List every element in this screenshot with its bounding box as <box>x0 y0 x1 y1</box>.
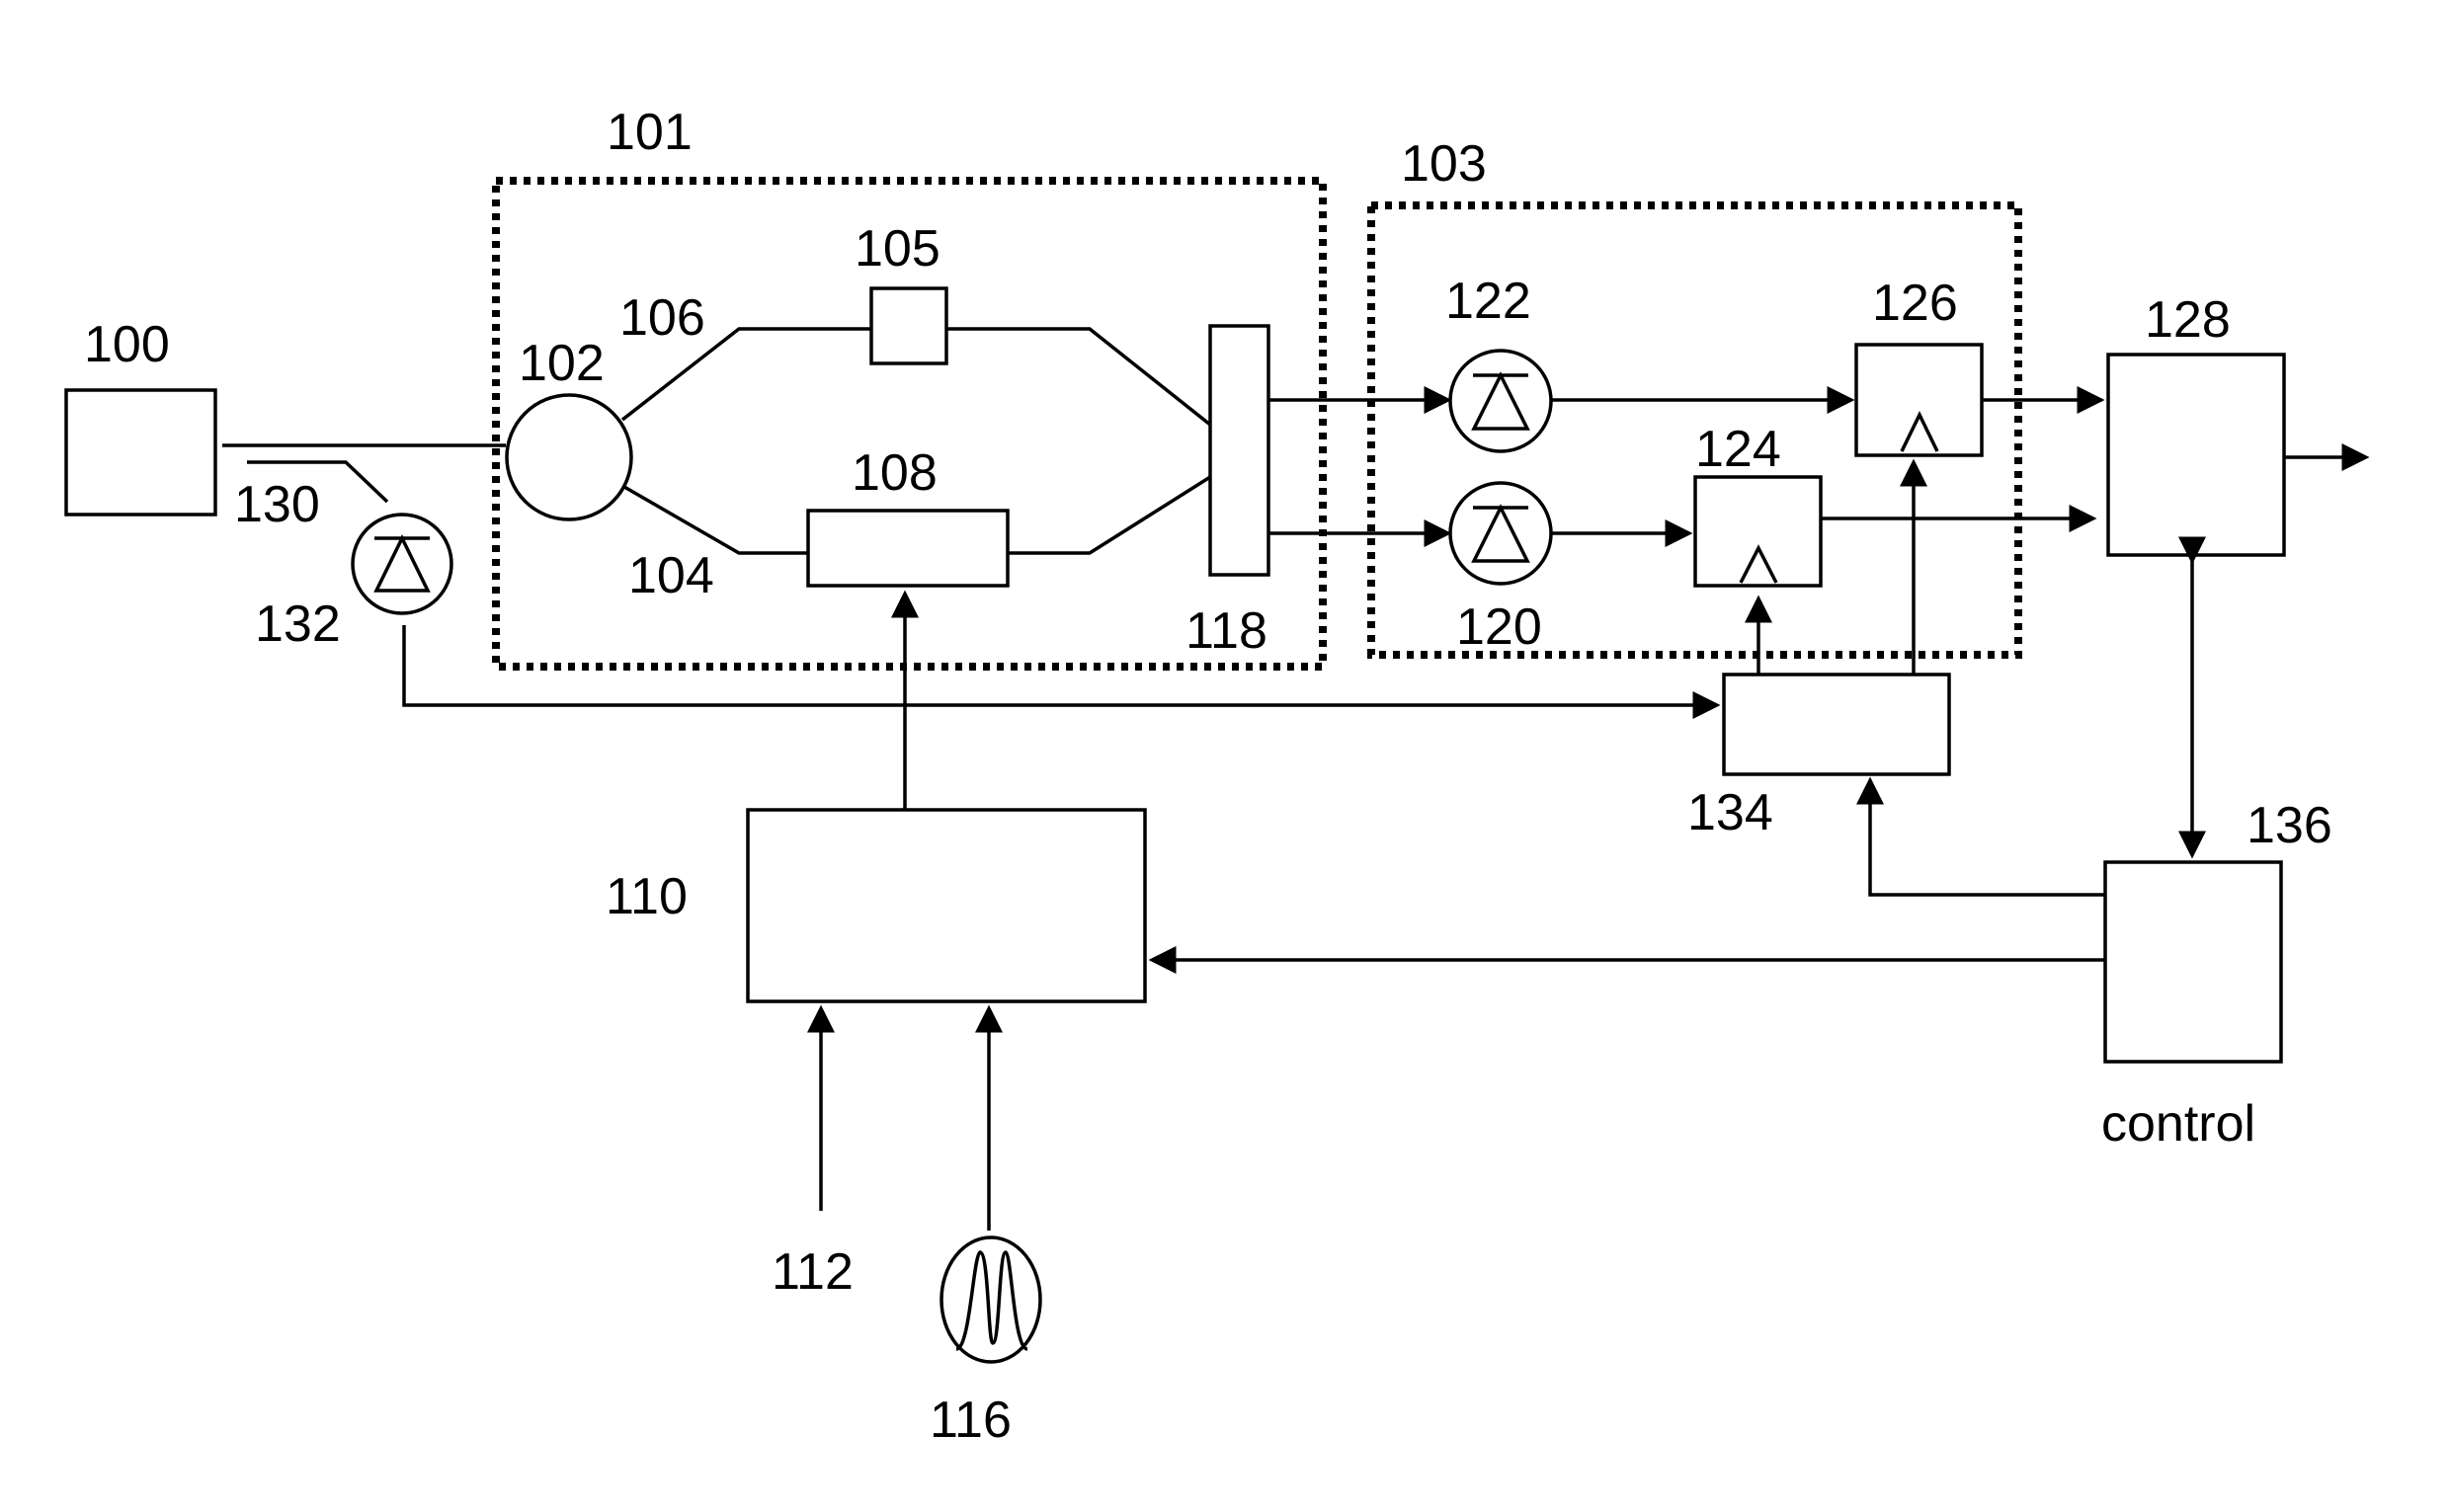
driver-box-110 <box>748 810 1145 1001</box>
label-104: 104 <box>628 547 714 604</box>
amplifier-box-126 <box>1856 345 1982 455</box>
label-120: 120 <box>1456 598 1542 656</box>
label-128: 128 <box>2145 291 2231 349</box>
label-105: 105 <box>855 220 940 278</box>
label-122: 122 <box>1445 273 1531 330</box>
label-108: 108 <box>852 444 938 502</box>
label-102: 102 <box>519 335 605 392</box>
combiner-118 <box>1210 326 1268 575</box>
arm-106-out <box>946 329 1210 425</box>
label-126: 126 <box>1872 275 1958 332</box>
arm-104 <box>624 487 808 553</box>
label-118: 118 <box>1185 602 1267 660</box>
label-110: 110 <box>606 868 688 925</box>
label-control: control <box>2101 1095 2255 1153</box>
label-112: 112 <box>772 1243 854 1301</box>
label-124: 124 <box>1695 421 1781 478</box>
label-136: 136 <box>2247 797 2332 854</box>
label-134: 134 <box>1687 784 1773 841</box>
control-box-136 <box>2105 862 2281 1062</box>
modulator-box-108 <box>808 511 1008 586</box>
photodetector-120 <box>1450 483 1551 584</box>
label-100: 100 <box>84 316 170 373</box>
gain-controller-box-134 <box>1724 675 1949 774</box>
arrow-136-to-134 <box>1870 780 2105 895</box>
label-103: 103 <box>1401 135 1487 193</box>
amplifier-box-124 <box>1695 477 1821 586</box>
label-116: 116 <box>930 1392 1012 1449</box>
label-101: 101 <box>607 104 693 161</box>
signal-source-116 <box>941 1237 1040 1362</box>
splitter-102 <box>507 395 631 519</box>
element-box-105 <box>871 288 946 363</box>
photodetector-122 <box>1450 351 1551 451</box>
label-106: 106 <box>619 289 705 347</box>
photodetector-132 <box>353 515 451 613</box>
label-130: 130 <box>234 476 320 533</box>
arm-104-out <box>1008 477 1210 553</box>
source-box-100 <box>66 390 215 515</box>
processor-box-128 <box>2108 355 2284 555</box>
label-132: 132 <box>255 596 341 653</box>
